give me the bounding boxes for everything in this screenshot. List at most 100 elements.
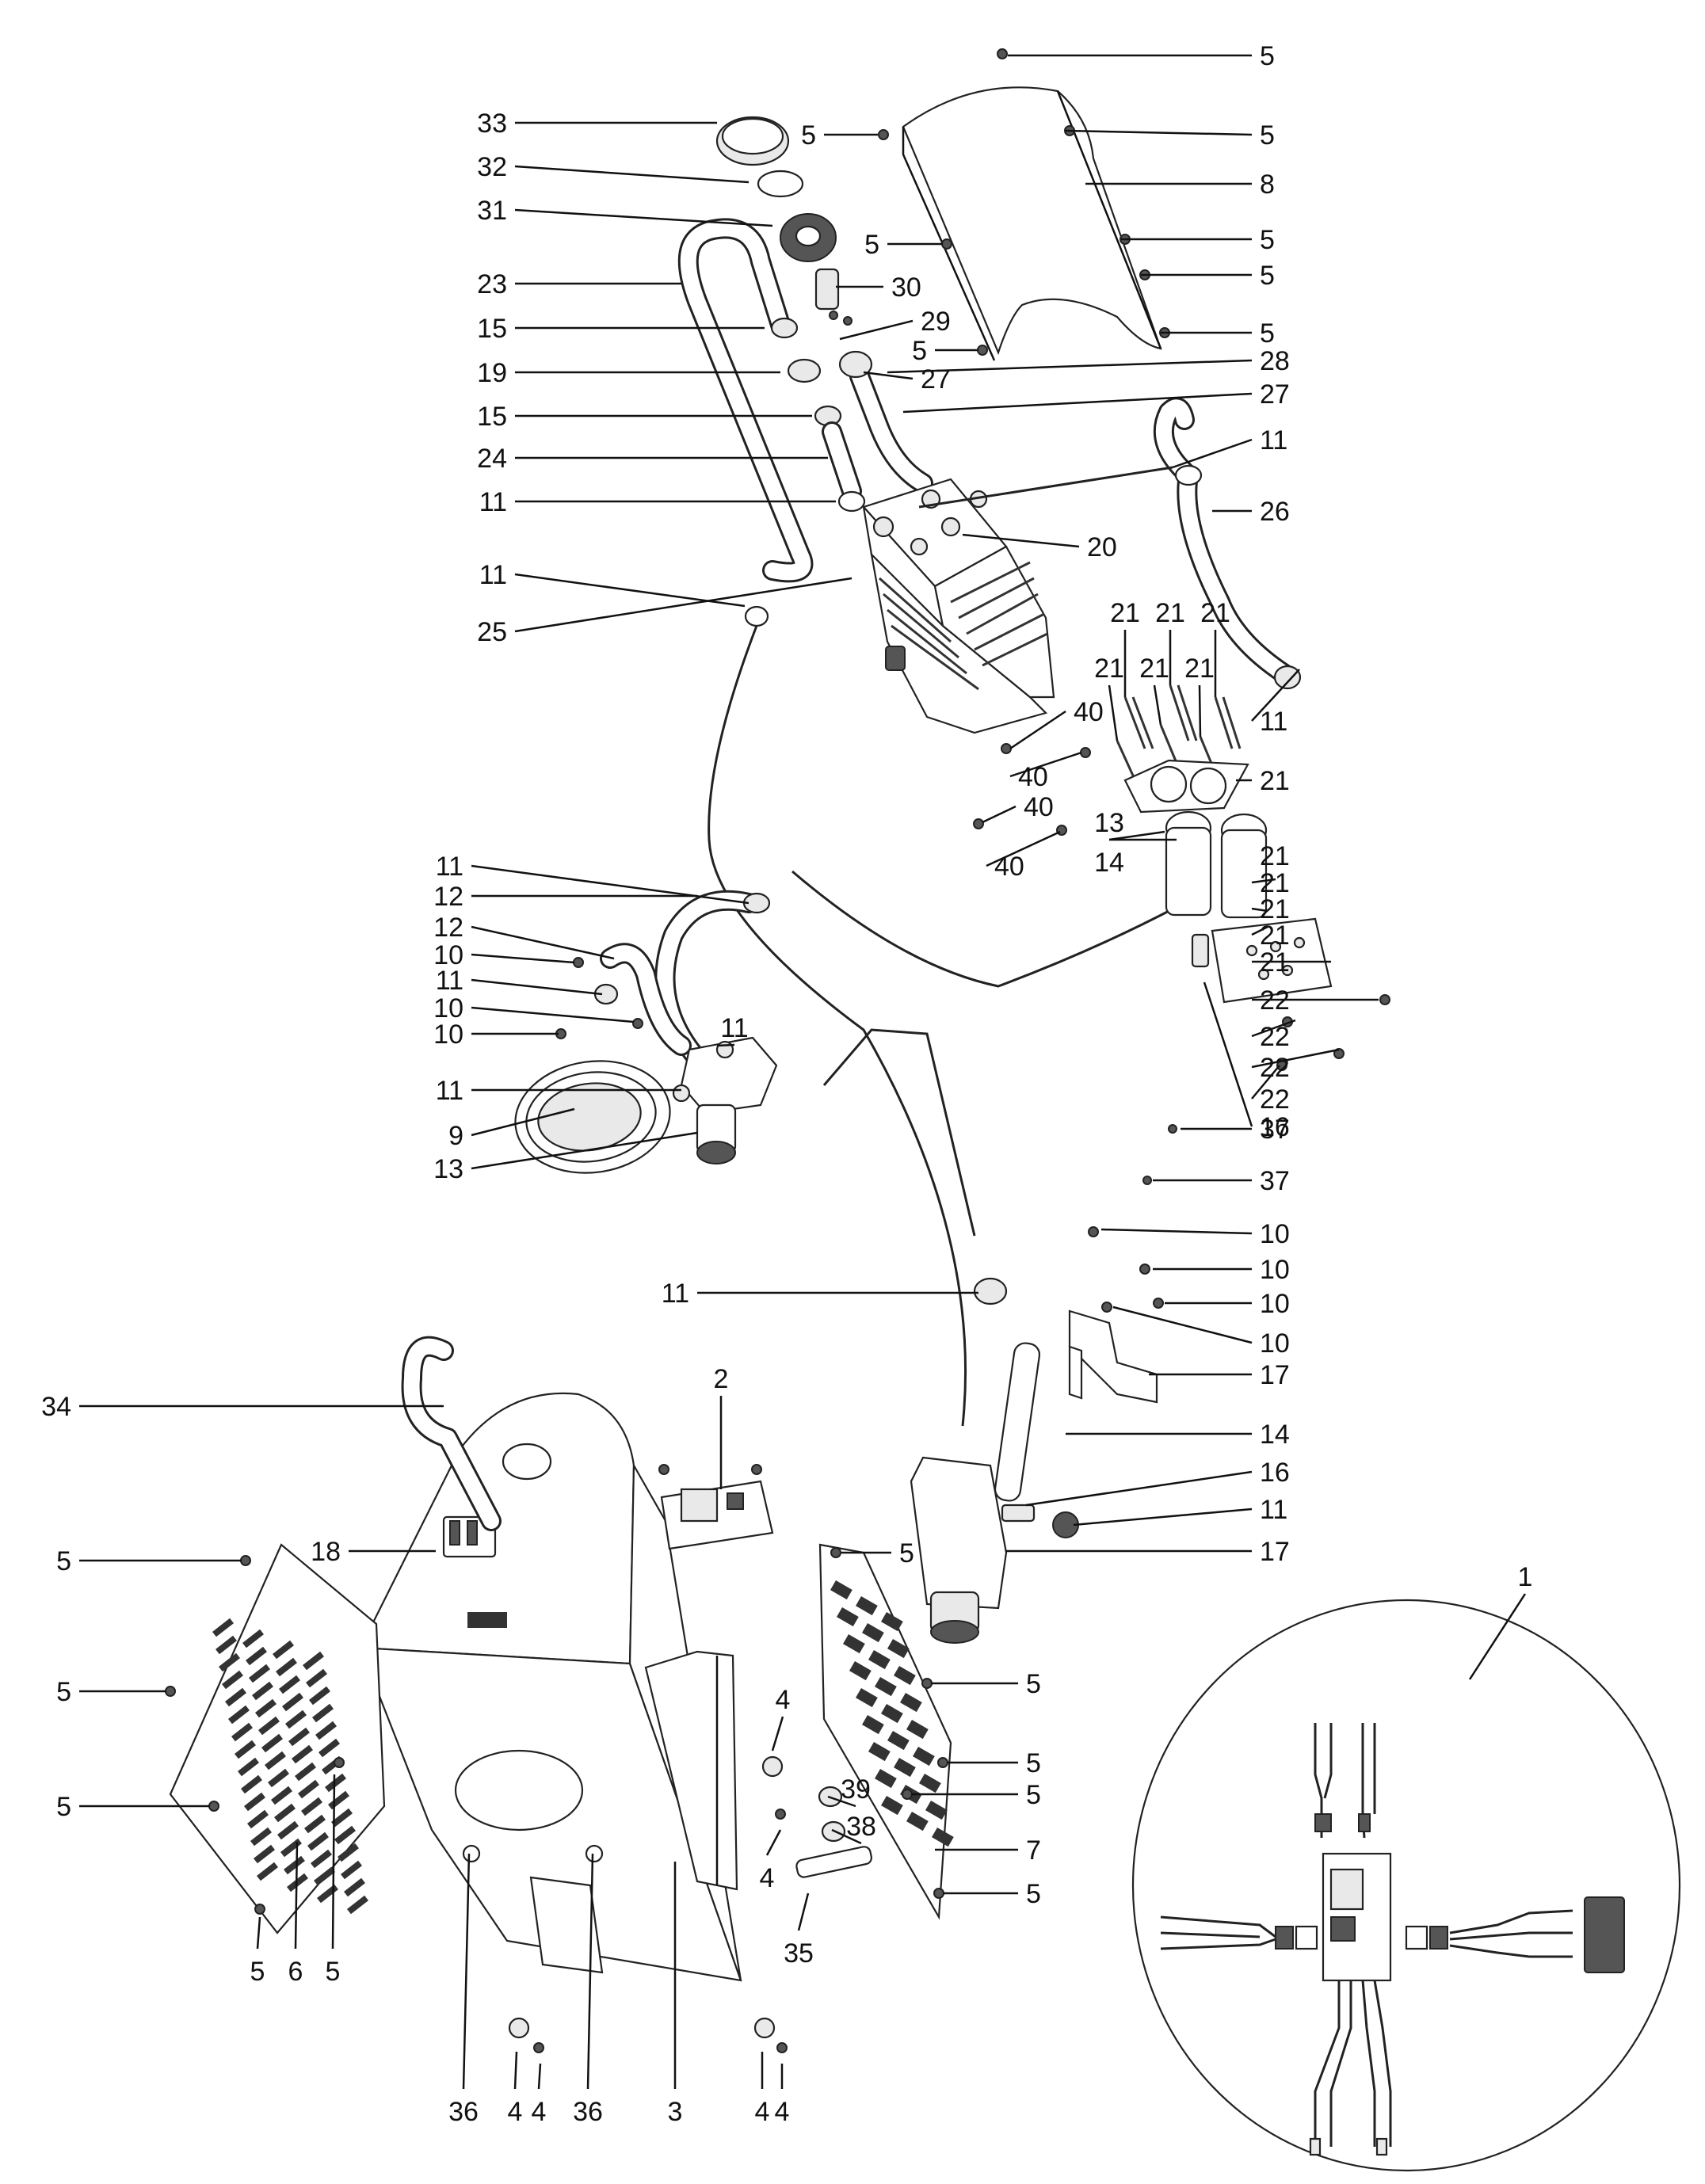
leader-line — [471, 1107, 575, 1137]
grille-slot — [338, 1843, 359, 1862]
grille-slot — [218, 1652, 240, 1672]
grille-slot — [242, 1629, 264, 1648]
leader-line — [887, 359, 1253, 374]
loose-screws — [555, 48, 1390, 1313]
grille-slot — [881, 1703, 903, 1724]
leader-line — [514, 577, 852, 633]
grille-slot — [318, 1738, 340, 1758]
grille-slot — [875, 1768, 897, 1789]
grille-slot — [267, 1768, 289, 1788]
callout-label: 26 — [1260, 497, 1290, 527]
grille-slot — [303, 1814, 326, 1834]
grille-slot — [894, 1665, 916, 1686]
callout-label: 11 — [436, 852, 463, 882]
leader-line — [765, 1829, 782, 1856]
callout-label: 4 — [508, 2097, 523, 2127]
long-lines — [708, 466, 1177, 1427]
grille-slot — [307, 1831, 329, 1851]
grille-slot — [919, 1774, 941, 1793]
leader-line — [471, 1006, 635, 1023]
callout-label: 5 — [912, 336, 927, 366]
callout-label: 28 — [1260, 346, 1290, 376]
leader-line — [1073, 1507, 1253, 1527]
grille-slot — [906, 1812, 929, 1831]
grille-slot — [250, 1827, 272, 1847]
grille-slot — [256, 1862, 278, 1881]
leader-line — [471, 925, 615, 960]
callout-label: 5 — [326, 1957, 341, 1987]
leader-line — [1009, 710, 1066, 750]
callout-label: 37 — [1260, 1166, 1290, 1196]
grille-slot — [224, 1687, 246, 1707]
callout-label: 13 — [1094, 808, 1124, 838]
grille-slot — [925, 1801, 948, 1820]
grille-slot — [343, 1877, 365, 1897]
grille-slot — [900, 1692, 922, 1713]
callout-label: 12 — [433, 913, 463, 943]
callout-label: 9 — [448, 1121, 463, 1151]
grille-slot — [246, 1646, 267, 1666]
callout-label: 10 — [1260, 1255, 1290, 1285]
leader-line — [1009, 751, 1082, 778]
callout-label: 4 — [775, 2097, 790, 2127]
callout-label: 11 — [479, 487, 507, 517]
callout-label: 21 — [1110, 598, 1140, 628]
leader-line — [471, 864, 750, 905]
grille-slot — [227, 1705, 250, 1725]
left-grille-panel — [169, 1543, 386, 1934]
callout-label: 33 — [477, 109, 507, 139]
grille-slot — [317, 1884, 338, 1904]
grille-slot — [334, 1825, 356, 1845]
callout-label: 11 — [436, 1076, 463, 1106]
hose-28 — [838, 350, 933, 494]
callout-label: 5 — [1260, 41, 1275, 71]
grille-slot — [881, 1611, 903, 1632]
callout-label: 10 — [433, 993, 463, 1023]
leader-line — [1025, 1470, 1253, 1507]
grille-slot — [216, 1635, 237, 1655]
grille-slot — [276, 1657, 297, 1677]
grille-slot — [312, 1703, 334, 1723]
leader-line — [982, 805, 1017, 824]
grille-slot — [284, 1709, 307, 1729]
grille-slot — [324, 1773, 346, 1793]
grille-slot — [235, 1740, 256, 1759]
callout-label: 21 — [1260, 894, 1290, 924]
grille-slot — [868, 1650, 891, 1670]
leader-line — [1203, 981, 1253, 1127]
callout-label: 4 — [755, 2097, 770, 2127]
callout-label: 5 — [250, 1957, 265, 1987]
callout-label: 25 — [477, 617, 507, 647]
callout-label: 3 — [668, 2097, 683, 2127]
leader-line — [462, 1853, 471, 2090]
callout-label: 12 — [433, 882, 463, 912]
callout-label: 11 — [720, 1013, 748, 1043]
callout-label: 40 — [994, 852, 1024, 882]
grille-slot — [887, 1730, 910, 1751]
callout-label: 37 — [1260, 1115, 1290, 1145]
callout-label: 36 — [448, 2097, 479, 2127]
callout-label: 5 — [801, 120, 816, 151]
callout-label: 27 — [1260, 379, 1290, 410]
grille-slot — [257, 1716, 280, 1736]
grille-slot — [212, 1618, 234, 1637]
grille-slot — [241, 1774, 262, 1794]
grille-slot — [862, 1714, 884, 1735]
grille-slot — [261, 1733, 283, 1753]
leader-line — [471, 1131, 698, 1170]
callout-label: 11 — [662, 1279, 689, 1309]
callout-label: 29 — [921, 307, 951, 337]
grille-slot — [294, 1762, 316, 1782]
grille-slot — [237, 1757, 259, 1777]
callout-label: 23 — [477, 269, 507, 299]
callout-label: 8 — [1260, 170, 1275, 200]
callout-label: 35 — [784, 1938, 814, 1969]
leader-line — [1112, 1305, 1253, 1344]
callout-label: 22 — [1260, 1084, 1290, 1115]
grille-slot — [849, 1661, 872, 1681]
leader-line — [514, 208, 773, 227]
grille-slot — [292, 1744, 313, 1764]
grille-slot — [305, 1668, 327, 1688]
callout-label: 31 — [477, 196, 507, 226]
